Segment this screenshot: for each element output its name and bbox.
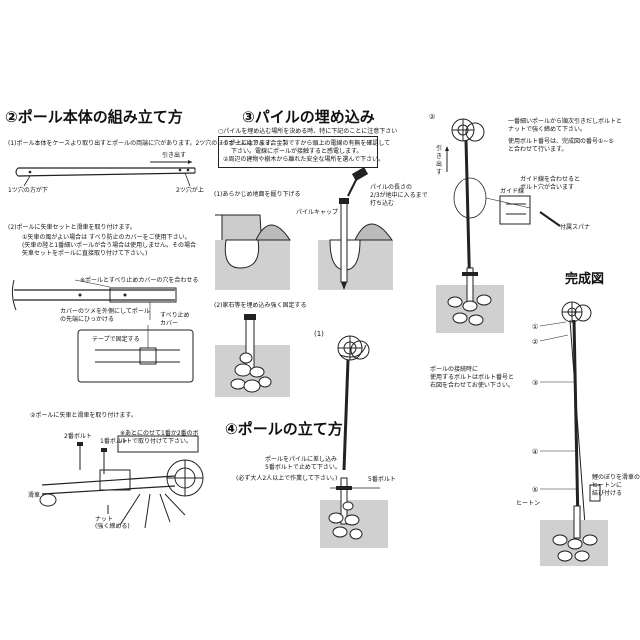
marker-5: ⑤	[532, 486, 539, 494]
label-two-holes: 2ツ穴が上	[176, 187, 204, 194]
bolt-1-label: 1番ボルト	[100, 438, 128, 445]
hook-label: ヒートン	[516, 500, 541, 507]
right-step-label: ②	[429, 113, 436, 121]
warning-1: ①ポールはアルミ合金製ですから頭上の電線の有無を確認して	[223, 140, 391, 147]
bolt-note: ※あとにのせて1番か2番のボルトで取り付けて下さい。	[120, 430, 199, 445]
right-desc-1: 一番細いポールから順次引きだしボルトと	[508, 118, 623, 125]
bolt-2-label: 2番ボルト	[64, 433, 92, 440]
pile-note-3: 打ち込む	[370, 200, 395, 207]
section4-desc-1: ポールをパイルに差し込み	[265, 456, 338, 463]
section4-desc-3: (必ず大人2人以上で作業して下さい。)	[236, 475, 338, 482]
section3-note1: ○パイルを埋め込む場所を決める時、特に下記のことに注意下さい	[218, 128, 398, 135]
right-desc-2: ナットで強く締めて下さい。	[508, 126, 587, 133]
connect-note-1: ポールの接続時に	[430, 366, 479, 373]
section2-step2-1a: ①矢車の風がよい場合は すべり防止のカバーをご使用下さい。	[22, 234, 191, 241]
pile-note-2: 2/3が地中に入るまで	[370, 192, 428, 199]
section3-title: ③パイルの埋め込み	[242, 108, 375, 126]
connect-note-2: 使用するボルトはボルト番号と	[430, 374, 515, 381]
nut-label: ナット	[95, 516, 114, 523]
guide-note-2: ボルト穴が合います	[520, 184, 575, 191]
warning-3: ②周辺の建物や樹木から離れた安全な場所を選んで下さい。	[223, 156, 385, 163]
nut-note: (強く締める)	[95, 523, 130, 530]
rope-note-3: 結び付ける	[592, 490, 623, 497]
right-desc-4: と合わせて行います。	[508, 146, 568, 153]
pile-note-1: パイルの長さの	[370, 184, 413, 191]
section3-step2: (2)家石等を埋め込み強く固定する	[214, 302, 307, 309]
warning-box: ①ポールはアルミ合金製ですから頭上の電線の有無を確認して 下さい。電線にポールが…	[218, 136, 390, 168]
rope-note-1: 鯉のぼりを滑車の	[592, 474, 640, 481]
guide-line-label: ガイド線	[500, 188, 525, 195]
right-pull-label: 引き出す	[436, 145, 443, 176]
section4-step-label: (1)	[314, 330, 324, 338]
bolt-5-label: 5番ボルト	[368, 476, 396, 483]
label-pull: 引き出す	[162, 152, 187, 159]
section3-step1: (1)あらかじめ地面を掘り下げる	[214, 191, 301, 198]
pulley-label: 滑車	[28, 492, 41, 499]
note-cover-name: すべり止めカバー	[160, 312, 190, 327]
marker-2: ②	[532, 338, 539, 346]
pile-cap-label: パイルキャップ	[296, 209, 339, 216]
tape-label: テープで固定する	[92, 336, 140, 343]
rope-note-2: ヒートンに	[592, 482, 623, 489]
section4-desc-2: 5番ボルトで止めて下さい。	[265, 464, 341, 471]
spanner-label: 付属スパナ	[560, 224, 591, 231]
section2-step2: (2)ポールに矢車セットと滑車を取り付けます。	[8, 224, 136, 231]
marker-4: ④	[532, 448, 539, 456]
section2-step2-1c: 矢車セットをポールに直接取り付けて下さい。)	[22, 250, 148, 257]
section2-step2-2: ②ポールに矢車と滑車を取り付けます。	[30, 412, 137, 419]
marker-1: ①	[532, 323, 539, 331]
guide-note-1: ガイド線を合わせると	[520, 176, 581, 183]
marker-3: ③	[532, 379, 539, 387]
right-desc-3: 使用ボルト番号は、完成図の番号①~⑤	[508, 138, 614, 145]
section2-step2-1b: (矢車の陸と1番細いポールが合う場合は使用しません。その場合	[22, 242, 196, 249]
label-one-hole: 1ツ穴の方が下	[8, 187, 48, 194]
section4-title: ④ポールの立て方	[225, 420, 343, 438]
section2-title: ②ポール本体の組み立て方	[5, 108, 183, 126]
warning-2: 下さい。電線にポールが接触すると感電します。	[231, 148, 363, 155]
complete-title: 完成図	[565, 272, 605, 287]
connect-note-3: 右図を合わせてお使い下さい。	[430, 382, 514, 389]
note-cover: ※ポールとすべり止めカバーの穴を合わせる	[80, 277, 199, 284]
section2-step1: (1)ポール本体をケースより取り出すとポールの両端に穴があります。2ツ穴のほうが…	[8, 140, 277, 147]
note-tape: カバーのツメを外側にしてポールの先端にひっかける	[60, 308, 150, 323]
